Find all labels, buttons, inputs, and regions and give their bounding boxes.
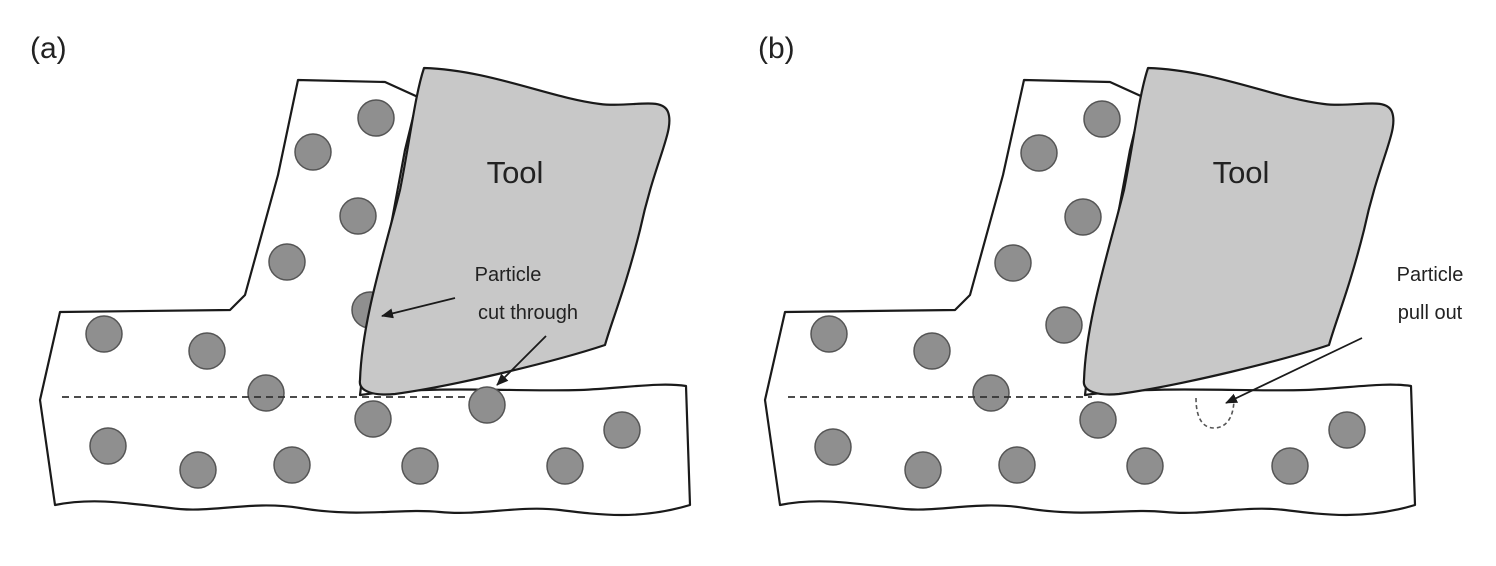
panel-b-pullout-cavity: [1195, 397, 1235, 429]
panel-b-label: (b): [758, 32, 795, 65]
panel-b-tool-label: Tool: [1213, 155, 1270, 190]
particle: [972, 374, 1010, 412]
particle: [1079, 401, 1117, 439]
particle: [913, 332, 951, 370]
panel-a-annotation-line-1: Particle: [475, 264, 542, 286]
particle: [998, 446, 1036, 484]
particle: [268, 243, 306, 281]
particle: [1045, 306, 1083, 344]
panel-b-particles: [810, 100, 1366, 489]
panel-a-tool: [358, 66, 671, 396]
panel-b-tool: [1082, 66, 1395, 396]
panel-a-particles: [85, 99, 641, 489]
panel-a: (a) Tool Particle cut thr: [30, 32, 692, 517]
particle: [1064, 198, 1102, 236]
particle: [546, 447, 584, 485]
particle: [85, 315, 123, 353]
panel-b-arrow: [1225, 337, 1363, 404]
particle: [810, 315, 848, 353]
particle: [603, 411, 641, 449]
particle: [89, 427, 127, 465]
particle: [357, 99, 395, 137]
panel-b-annotation-line-1: Particle: [1397, 264, 1464, 286]
particle: [1126, 447, 1164, 485]
panel-b-annotation-line-2: pull out: [1398, 302, 1463, 324]
panel-b-workpiece: [763, 78, 1417, 517]
particle: [904, 451, 942, 489]
panel-a-annotation-line-2: cut through: [478, 302, 578, 324]
panel-a-arrow-upper: [381, 297, 456, 319]
particle: [1271, 447, 1309, 485]
particle: [401, 447, 439, 485]
panel-a-arrow-lower: [496, 335, 547, 386]
particle: [814, 428, 852, 466]
panel-a-tool-label: Tool: [487, 155, 544, 190]
particle: [354, 400, 392, 438]
particle: [1328, 411, 1366, 449]
particle: [468, 386, 506, 424]
panel-b: (b) Tool Particle pul: [758, 32, 1464, 517]
particle: [1083, 100, 1121, 138]
particle: [179, 451, 217, 489]
particle: [294, 133, 332, 171]
particle: [247, 374, 285, 412]
particle: [273, 446, 311, 484]
particle: [1020, 134, 1058, 172]
particle: [339, 197, 377, 235]
particle: [994, 244, 1032, 282]
particle: [188, 332, 226, 370]
panel-a-label: (a): [30, 32, 67, 65]
